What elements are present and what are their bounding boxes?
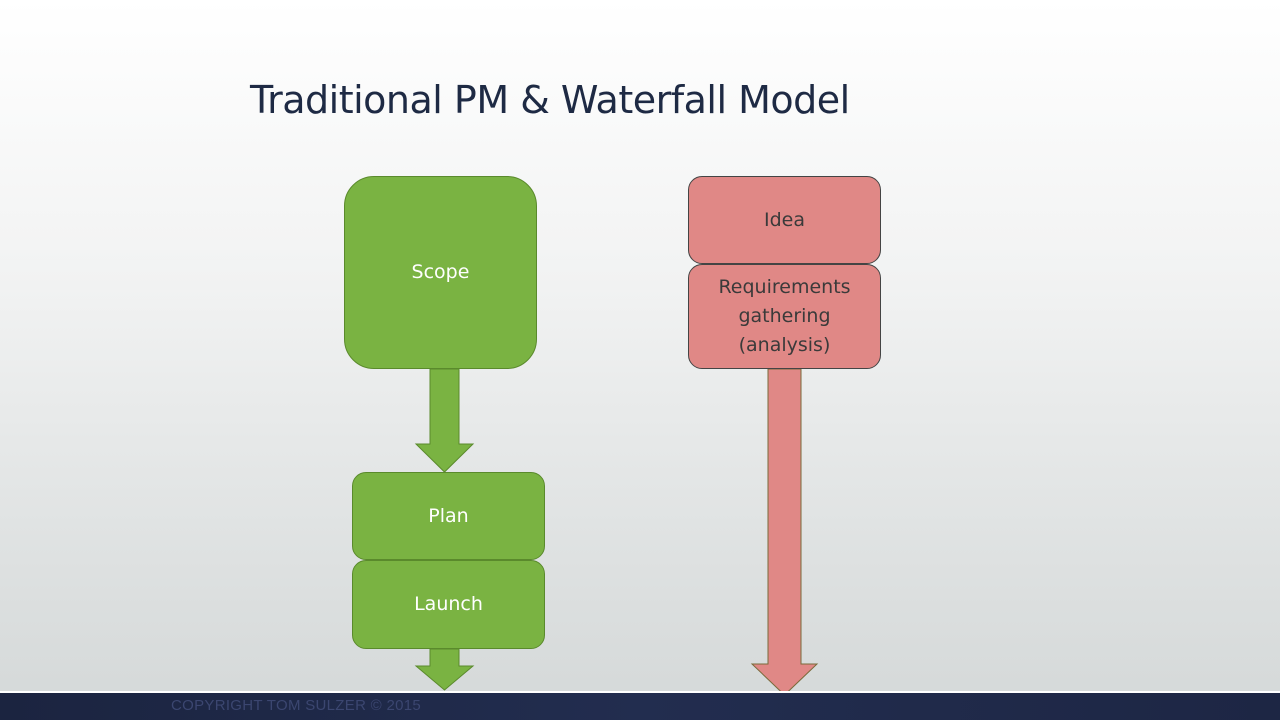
scope-label: Scope xyxy=(411,261,470,283)
plan-box: Plan xyxy=(352,472,545,560)
launch-label: Launch xyxy=(414,593,483,615)
requirements-box: Requirements gathering (analysis) xyxy=(688,264,881,369)
requirements-label: Requirements gathering (analysis) xyxy=(718,276,851,356)
footer-bar: COPYRIGHT TOM SULZER © 2015 xyxy=(0,691,1280,720)
slide-title: Traditional PM & Waterfall Model xyxy=(250,78,850,122)
launch-box: Launch xyxy=(352,560,545,649)
idea-label: Idea xyxy=(764,208,805,231)
scope-to-plan-arrow xyxy=(414,368,475,473)
launch-down-arrow xyxy=(414,648,475,691)
copyright-text: COPYRIGHT TOM SULZER © 2015 xyxy=(171,697,422,714)
plan-label: Plan xyxy=(428,504,469,527)
scope-box: Scope xyxy=(344,176,537,369)
idea-box: Idea xyxy=(688,176,881,264)
requirements-down-arrow xyxy=(750,368,819,696)
